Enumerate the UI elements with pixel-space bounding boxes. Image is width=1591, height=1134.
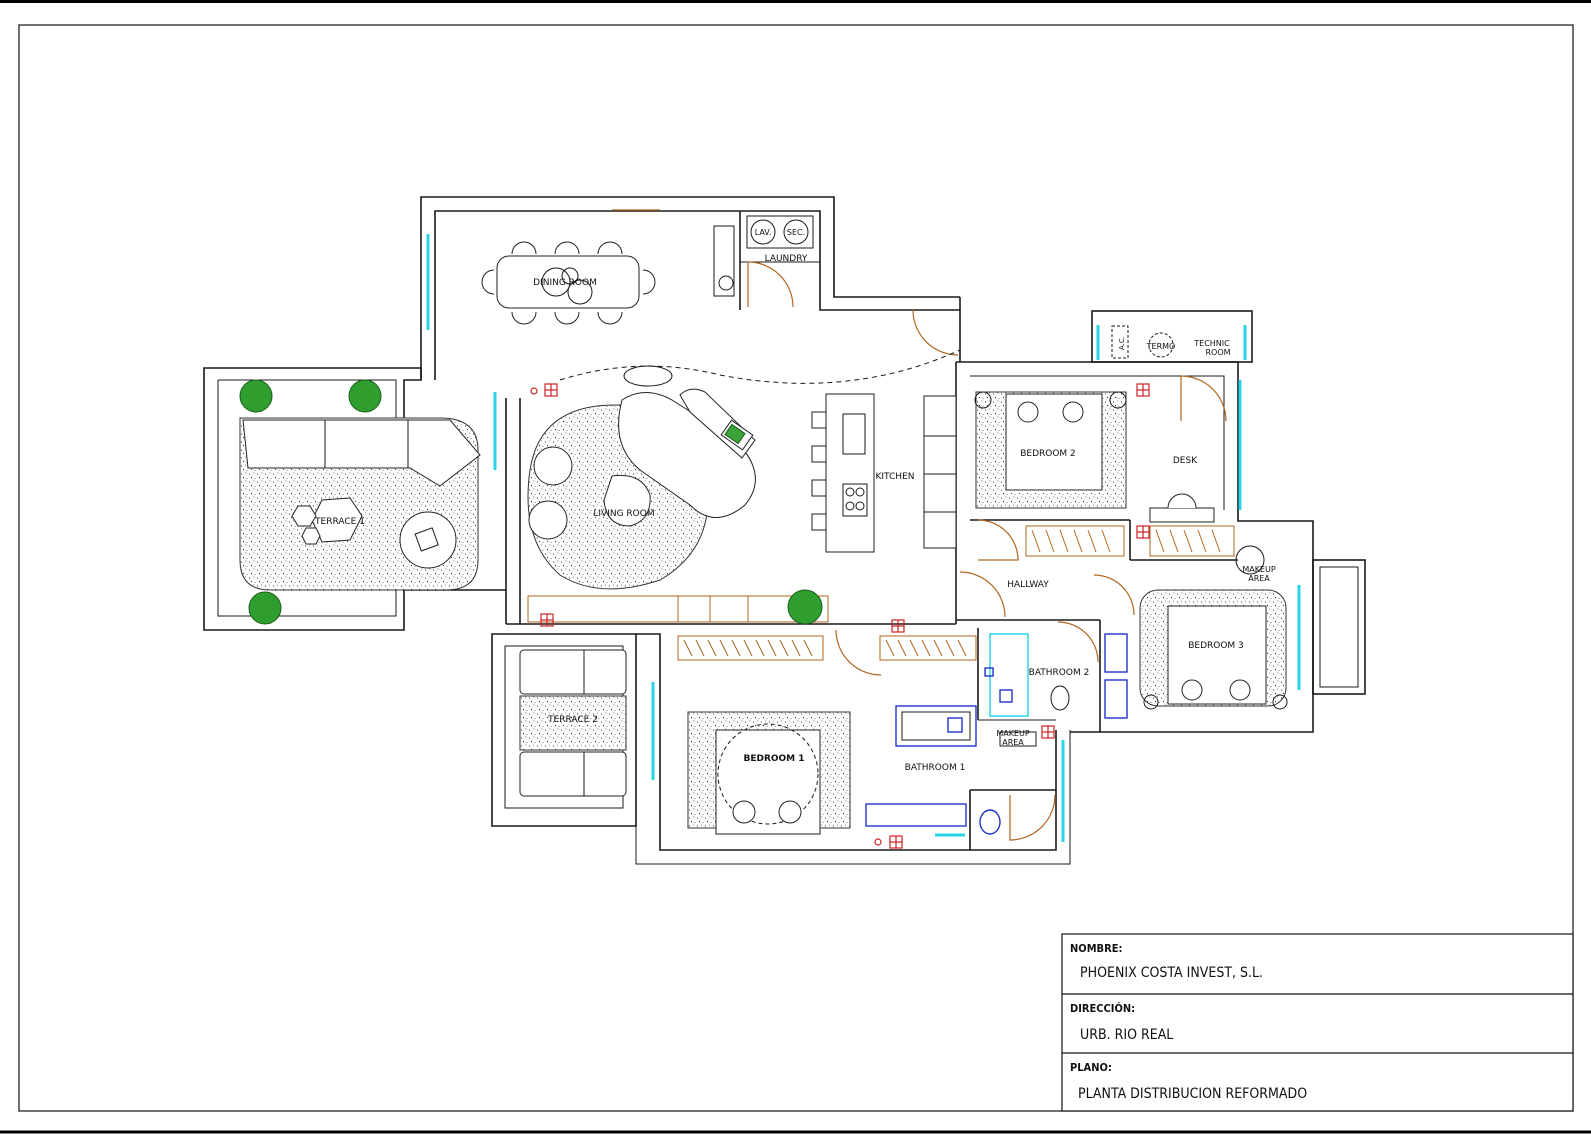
label-termo: TERMO <box>1146 342 1176 351</box>
label-laundry: LAUNDRY <box>765 254 808 264</box>
dining-furniture <box>481 241 656 325</box>
title-block-plano-label: PLANO: <box>1070 1061 1112 1074</box>
room-labels: DINING ROOM LAUNDRY LAV. SEC. A.C. TERMO… <box>314 228 1276 773</box>
label-bedroom-3: BEDROOM 3 <box>1188 641 1244 651</box>
bedroom-1-furniture <box>687 711 851 835</box>
label-lav: LAV. <box>755 228 772 237</box>
bedroom-3-furniture <box>1139 545 1288 710</box>
label-terrace-2: TERRACE 2 <box>547 715 598 725</box>
drawing-frame <box>18 24 1574 1112</box>
laundry-appliances <box>713 215 814 297</box>
label-hallway: HALLWAY <box>1007 580 1049 590</box>
label-makeup-area-line-1: MAKEUP <box>1242 565 1276 574</box>
label-makeup-area-line-2: AREA <box>1248 574 1270 583</box>
label-bedroom-1: BEDROOM 1 <box>743 754 804 764</box>
bedroom-2-furniture <box>974 391 1215 523</box>
label-technic-room-line-2: ROOM <box>1205 348 1230 357</box>
label-sec: SEC. <box>787 228 805 237</box>
label-bathroom-2: BATHROOM 2 <box>1029 668 1090 678</box>
bathroom-2-fixtures <box>984 633 1128 719</box>
title-block-direccion-value: URB. RIO REAL <box>1080 1027 1173 1043</box>
electrical-outlets <box>530 383 1150 849</box>
door-swings <box>612 209 1227 841</box>
technic-room-fittings <box>1111 325 1174 359</box>
terrace-2-furniture <box>519 649 627 797</box>
bathroom-1-fixtures <box>865 705 1037 835</box>
label-technic-room-line-1: TECHNIC <box>1193 339 1230 348</box>
kitchen-island <box>811 393 957 553</box>
label-kitchen: KITCHEN <box>876 472 915 482</box>
window-glazing <box>426 234 1301 842</box>
label-makeup-small-line-1: MAKEUP <box>996 729 1030 738</box>
label-desk: DESK <box>1173 456 1198 466</box>
label-bedroom-2: BEDROOM 2 <box>1020 449 1076 459</box>
terrace-1-furniture <box>239 379 481 625</box>
title-block: NOMBRE: PHOENIX COSTA INVEST, S.L. DIREC… <box>1061 933 1574 1112</box>
label-ac: A.C. <box>1118 336 1126 350</box>
title-block-direccion-label: DIRECCIÓN: <box>1070 1002 1135 1015</box>
title-block-nombre-value: PHOENIX COSTA INVEST, S.L. <box>1080 965 1263 981</box>
living-room-furniture <box>527 349 961 625</box>
label-terrace-1: TERRACE 1 <box>314 517 365 527</box>
label-living-room: LIVING ROOM <box>593 509 654 519</box>
label-bathroom-1: BATHROOM 1 <box>905 763 966 773</box>
title-block-nombre-label: NOMBRE: <box>1070 942 1122 955</box>
label-makeup-small-line-2: AREA <box>1002 738 1024 747</box>
interior-walls <box>739 211 1238 850</box>
wardrobes <box>527 525 1235 661</box>
label-dining-room: DINING ROOM <box>533 278 597 288</box>
title-block-plano-value: PLANTA DISTRIBUCION REFORMADO <box>1078 1086 1307 1102</box>
